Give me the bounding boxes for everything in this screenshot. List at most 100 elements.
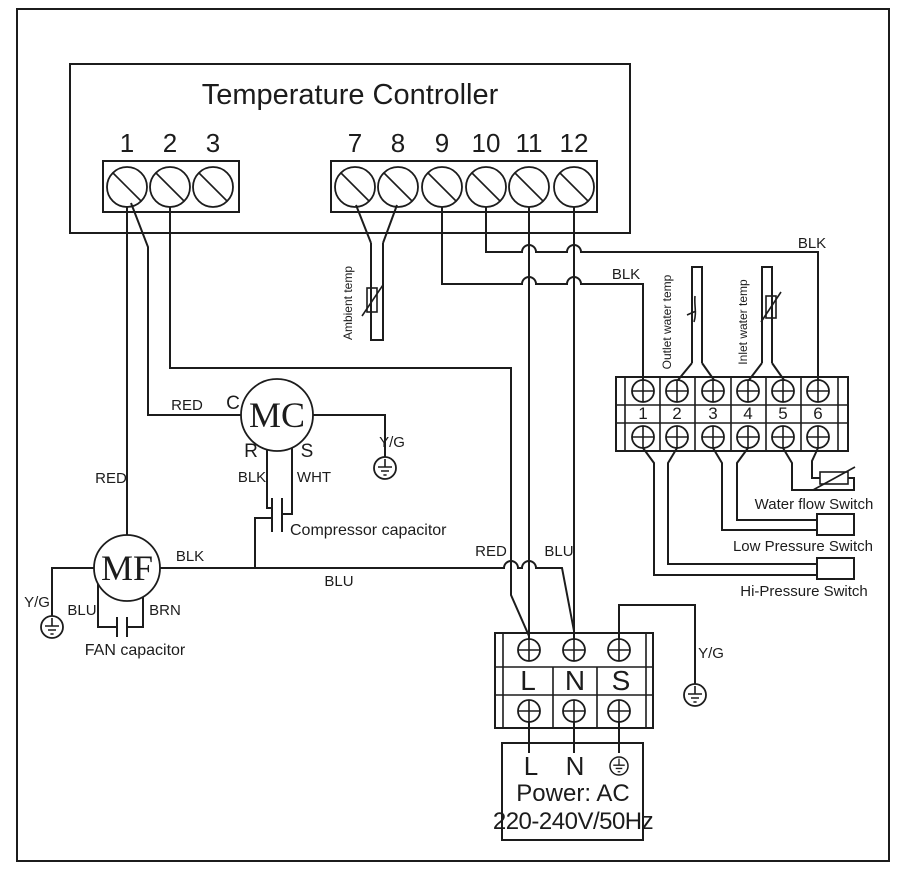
- fan-motor-label: MF: [101, 548, 153, 588]
- sensor-terminal-6-top: [806, 379, 830, 403]
- label-blu-power: BLU: [544, 543, 573, 560]
- page-border: [16, 8, 890, 862]
- power-box-line2: 220-240V/50Hz: [493, 808, 653, 835]
- fan-capacitor-label: FAN capacitor: [85, 642, 186, 659]
- label-blk-mc: BLK: [238, 469, 266, 486]
- controller-terminal-10: [465, 166, 507, 208]
- controller-terminal-3: [192, 166, 234, 208]
- power-box-N: N: [566, 751, 585, 781]
- wire-labels: RED RED BLK WHT Y/G BLK BLU RED BLU BLK …: [24, 235, 826, 662]
- sensor-terminal-4-top: [736, 379, 760, 403]
- compressor-capacitor: Compressor capacitor: [254, 498, 447, 568]
- temperature-controller-box: Temperature Controller 1 2 3 7 8 9 10 11…: [69, 63, 631, 234]
- low-pressure-switch-icon: [816, 513, 855, 536]
- wire-red-t1-mc: [130, 202, 241, 416]
- wires-to-power-box: [528, 722, 620, 753]
- label-red-mf: RED: [95, 470, 127, 487]
- ambient-thermistor-icon: [366, 287, 378, 313]
- terminal-number-3: 3: [206, 128, 220, 158]
- sensor-block-dividers: [624, 377, 839, 451]
- sensor-number-4: 4: [743, 404, 752, 423]
- ambient-thermistor-slash: [361, 284, 384, 317]
- inlet-thermistor-slash: [760, 291, 782, 323]
- power-terminal-L-top: [517, 638, 541, 662]
- sensor-terminal-2-top: [665, 379, 689, 403]
- compressor-motor: MC C R S: [226, 378, 397, 515]
- sensor-block-bands: [616, 404, 848, 424]
- pressure-and-flow-switches: Water flow Switch Low Pressure Switch Hi…: [642, 447, 874, 600]
- inlet-thermistor-icon: [765, 295, 777, 319]
- label-yg-mc: Y/G: [379, 434, 405, 451]
- controller-right-strip: 7 8 9 10 11 12: [330, 128, 598, 213]
- power-terminal-S-top: [607, 638, 631, 662]
- ambient-temp-label: Ambient temp: [341, 266, 355, 340]
- outlet-water-temp-label: Outlet water temp: [660, 274, 674, 369]
- compressor-capacitor-label: Compressor capacitor: [290, 522, 447, 539]
- controller-terminal-8: [377, 166, 419, 208]
- water-flow-switch-label: Water flow Switch: [755, 496, 874, 513]
- label-red-mc: RED: [171, 397, 203, 414]
- wire-fan-capacitor-leads: [97, 584, 144, 628]
- power-box-L: L: [524, 751, 538, 781]
- controller-terminal-1: [106, 166, 148, 208]
- sensor-terminal-5-top: [771, 379, 795, 403]
- controller-terminal-7: [334, 166, 376, 208]
- wire-blk-t10-block6: [485, 207, 819, 380]
- sensor-terminal-4-bottom: [736, 425, 760, 449]
- controller-terminal-9: [421, 166, 463, 208]
- sensor-number-5: 5: [778, 404, 787, 423]
- mc-terminal-s: S: [301, 441, 314, 462]
- sensor-number-3: 3: [708, 404, 717, 423]
- terminal-number-11: 11: [516, 128, 543, 158]
- wire-yg-mc: [313, 414, 386, 457]
- wire-hi-pressure-a: [642, 447, 817, 576]
- ground-icon-mc: [373, 456, 397, 480]
- sensor-number-6: 6: [813, 404, 822, 423]
- label-blk-mf: BLK: [176, 548, 204, 565]
- wire-flow-switch-b: [811, 447, 820, 479]
- power-supply-box: L N Power: AC 220-240V/50Hz: [493, 722, 654, 841]
- inlet-water-temp-sensor: Inlet water temp: [736, 266, 785, 381]
- label-wht-mc: WHT: [297, 469, 331, 486]
- power-strip-margins: [502, 633, 647, 728]
- controller-terminal-2: [149, 166, 191, 208]
- sensor-terminal-3-bottom: [701, 425, 725, 449]
- label-blk-sensor1: BLK: [612, 266, 640, 283]
- label-yg-power: Y/G: [698, 645, 724, 662]
- water-flow-switch-icon: [819, 471, 849, 485]
- water-flow-switch-slash: [812, 466, 856, 491]
- power-box-line1: Power: AC: [516, 780, 629, 807]
- controller-terminal-12: [553, 166, 595, 208]
- ground-icon-mf: [40, 615, 64, 639]
- label-blu-main: BLU: [324, 573, 353, 590]
- hi-pressure-switch-icon: [816, 557, 855, 580]
- compressor-capacitor-icon: [271, 498, 283, 532]
- terminal-number-2: 2: [163, 128, 177, 158]
- label-brn-fan: BRN: [149, 602, 181, 619]
- wire-blk-t9-block1: [441, 207, 644, 380]
- power-strip-L: L: [520, 665, 536, 696]
- label-blk-sensor6: BLK: [798, 235, 826, 252]
- sensor-number-1: 1: [638, 404, 647, 423]
- wire-wht-mc-s: [282, 448, 293, 515]
- sensor-number-2: 2: [672, 404, 681, 423]
- wire-yg-mf: [51, 567, 94, 616]
- power-terminal-L-bottom: [517, 699, 541, 723]
- power-terminal-S-bottom: [607, 699, 631, 723]
- power-terminal-N-top: [562, 638, 586, 662]
- sensor-terminal-5-bottom: [771, 425, 795, 449]
- compressor-motor-label: MC: [249, 395, 305, 435]
- wire-red-t2-L: [169, 207, 530, 637]
- wire-yg-power: [618, 604, 696, 684]
- sensor-terminal-2-bottom: [665, 425, 689, 449]
- terminal-number-10: 10: [472, 128, 501, 158]
- power-strip-dividers: [495, 666, 653, 728]
- controller-left-strip: 1 2 3: [102, 128, 240, 213]
- outlet-switch-icon: [686, 295, 697, 323]
- label-yg-mf: Y/G: [24, 594, 50, 611]
- power-strip-N: N: [565, 665, 585, 696]
- controller-terminal-11: [508, 166, 550, 208]
- power-terminal-strip: L N S: [494, 604, 707, 729]
